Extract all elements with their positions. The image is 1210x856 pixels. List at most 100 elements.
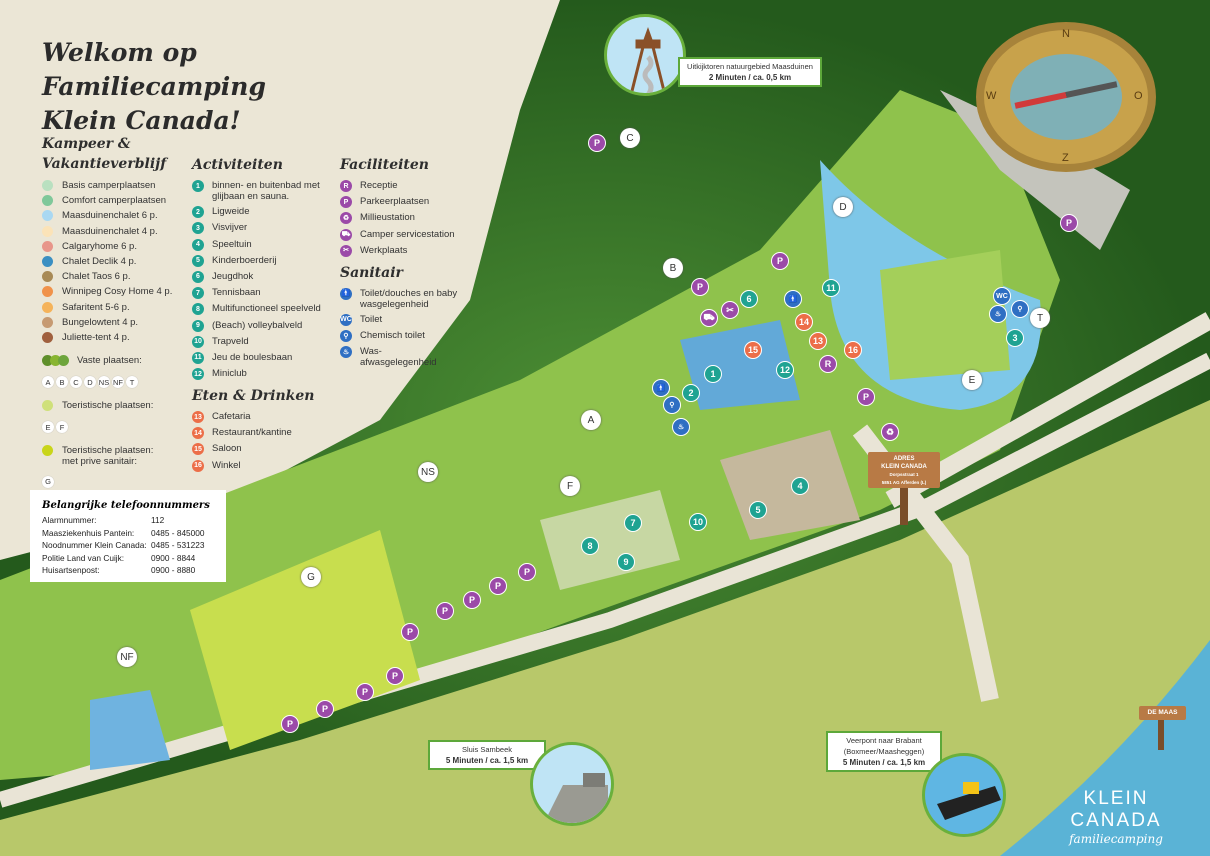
activity-marker[interactable]: 5 — [749, 501, 767, 519]
legend-label: Calgaryhome 6 p. — [62, 240, 137, 252]
legend-label: Saloon — [212, 443, 242, 455]
field-marker[interactable]: A — [581, 410, 601, 430]
activity-marker[interactable]: 8 — [581, 537, 599, 555]
legend-heading: Vakantieverblijf — [42, 156, 167, 172]
parking-marker[interactable]: P — [281, 715, 299, 733]
food-marker[interactable]: 13 — [809, 332, 827, 350]
facilities-icon: ✂ — [340, 244, 352, 257]
legend-label: Maasduinenchalet 4 p. — [62, 225, 158, 237]
parking-marker[interactable]: P — [316, 700, 334, 718]
activities-icon: 6 — [192, 270, 204, 283]
parking-marker[interactable]: P — [386, 667, 404, 685]
sanitair-icon[interactable]: ⚲ — [663, 396, 681, 414]
legend-item: 9(Beach) volleybalveld — [192, 319, 342, 332]
parking-marker[interactable]: P — [691, 278, 709, 296]
workshop-icon[interactable]: ✂ — [721, 301, 739, 319]
legend-label: Maasduinenchalet 6 p. — [62, 210, 158, 222]
activity-marker[interactable]: 7 — [624, 514, 642, 532]
field-marker[interactable]: G — [301, 567, 321, 587]
camper-service-icon[interactable]: ⛟ — [700, 309, 718, 327]
legend-label: Vaste plaatsen: — [77, 354, 142, 366]
legend-swatch — [42, 240, 53, 252]
activity-marker[interactable]: 4 — [791, 477, 809, 495]
legend-label: (Beach) volleybalveld — [212, 319, 303, 331]
field-letter-badge: B — [56, 376, 68, 389]
parking-marker[interactable]: P — [463, 591, 481, 609]
legend-item: Comfort camperplaatsen — [42, 195, 192, 207]
food-icon: 14 — [192, 427, 204, 440]
food-marker[interactable]: 14 — [795, 313, 813, 331]
sanitair-icon[interactable]: 🚹 — [652, 379, 670, 397]
sanitair-icon: 🚹 — [340, 287, 352, 300]
legend-item: Winnipeg Cosy Home 4 p. — [42, 286, 192, 298]
sanitair-icon[interactable]: WC — [993, 287, 1011, 305]
parking-marker[interactable]: P — [489, 577, 507, 595]
ferry-info-box: Veerpont naar Brabant(Boxmeer/Maasheggen… — [826, 731, 942, 772]
activity-marker[interactable]: 1 — [704, 365, 722, 383]
phone-name: Politie Land van Cuijk: — [42, 552, 125, 563]
activity-marker[interactable]: 11 — [822, 279, 840, 297]
green-dots-icon — [42, 354, 69, 366]
food-marker[interactable]: 15 — [744, 341, 762, 359]
field-marker[interactable]: E — [962, 370, 982, 390]
field-marker[interactable]: D — [833, 197, 853, 217]
legend-item: Bungelowtent 4 p. — [42, 316, 192, 328]
field-marker[interactable]: F — [560, 476, 580, 496]
legend-label: Receptie — [360, 180, 398, 191]
parking-marker[interactable]: P — [588, 134, 606, 152]
sanitair-icon[interactable]: ♨ — [989, 305, 1007, 323]
ferry-distance: 5 Minuten / ca. 1,5 km — [842, 758, 926, 767]
parking-marker[interactable]: P — [771, 252, 789, 270]
activity-marker[interactable]: 10 — [689, 513, 707, 531]
activity-marker[interactable]: 9 — [617, 553, 635, 571]
reception-marker[interactable]: R — [819, 355, 837, 373]
field-marker[interactable]: B — [663, 258, 683, 278]
facilities-icon: R — [340, 180, 352, 192]
legend-swatch — [42, 286, 53, 298]
legend-label: Jeugdhok — [212, 270, 254, 282]
tower-illustration — [604, 14, 686, 96]
activity-marker[interactable]: 12 — [776, 361, 794, 379]
field-marker[interactable]: T — [1030, 308, 1050, 328]
legend-item: ⚲Chemisch toilet — [340, 330, 460, 343]
food-icon: 16 — [192, 459, 204, 472]
parking-marker[interactable]: P — [1060, 214, 1078, 232]
field-letter-badge: A — [42, 376, 54, 389]
recycle-icon[interactable]: ♻ — [881, 423, 899, 441]
activity-marker[interactable]: 2 — [682, 384, 700, 402]
activities-icon: 3 — [192, 222, 204, 235]
field-marker[interactable]: C — [620, 128, 640, 148]
legend-item: Chalet Declik 4 p. — [42, 255, 192, 267]
legend-heading: Sanitair — [340, 264, 403, 281]
field-marker[interactable]: NS — [418, 462, 438, 482]
parking-marker[interactable]: P — [436, 602, 454, 620]
activity-marker[interactable]: 6 — [740, 290, 758, 308]
parking-marker[interactable]: P — [857, 388, 875, 406]
river-sign: DE MAAS — [1139, 706, 1186, 720]
parking-marker[interactable]: P — [401, 623, 419, 641]
sanitair-icon[interactable]: ⚲ — [1011, 300, 1029, 318]
sanitair-icon: WC — [340, 313, 352, 326]
phone-number: 0485 - 845000 — [151, 527, 205, 538]
parking-marker[interactable]: P — [356, 683, 374, 701]
legend-label: Speeltuin — [212, 238, 252, 250]
legend-label: Jeu de boulesbaan — [212, 351, 293, 363]
field-marker[interactable]: NF — [117, 647, 137, 667]
legend-label: binnen- en buitenbad met glijbaan en sau… — [212, 180, 320, 202]
sanitair-icon: ⚲ — [340, 330, 352, 343]
legend-label: Visvijver — [212, 222, 248, 234]
parking-marker[interactable]: P — [518, 563, 536, 581]
sanitair-icon[interactable]: ♨ — [672, 418, 690, 436]
food-marker[interactable]: 16 — [844, 341, 862, 359]
logo-name: KLEIN CANADA — [1070, 788, 1162, 831]
activity-marker[interactable]: 3 — [1006, 329, 1024, 347]
sanitair-icon[interactable]: 🚹 — [784, 290, 802, 308]
